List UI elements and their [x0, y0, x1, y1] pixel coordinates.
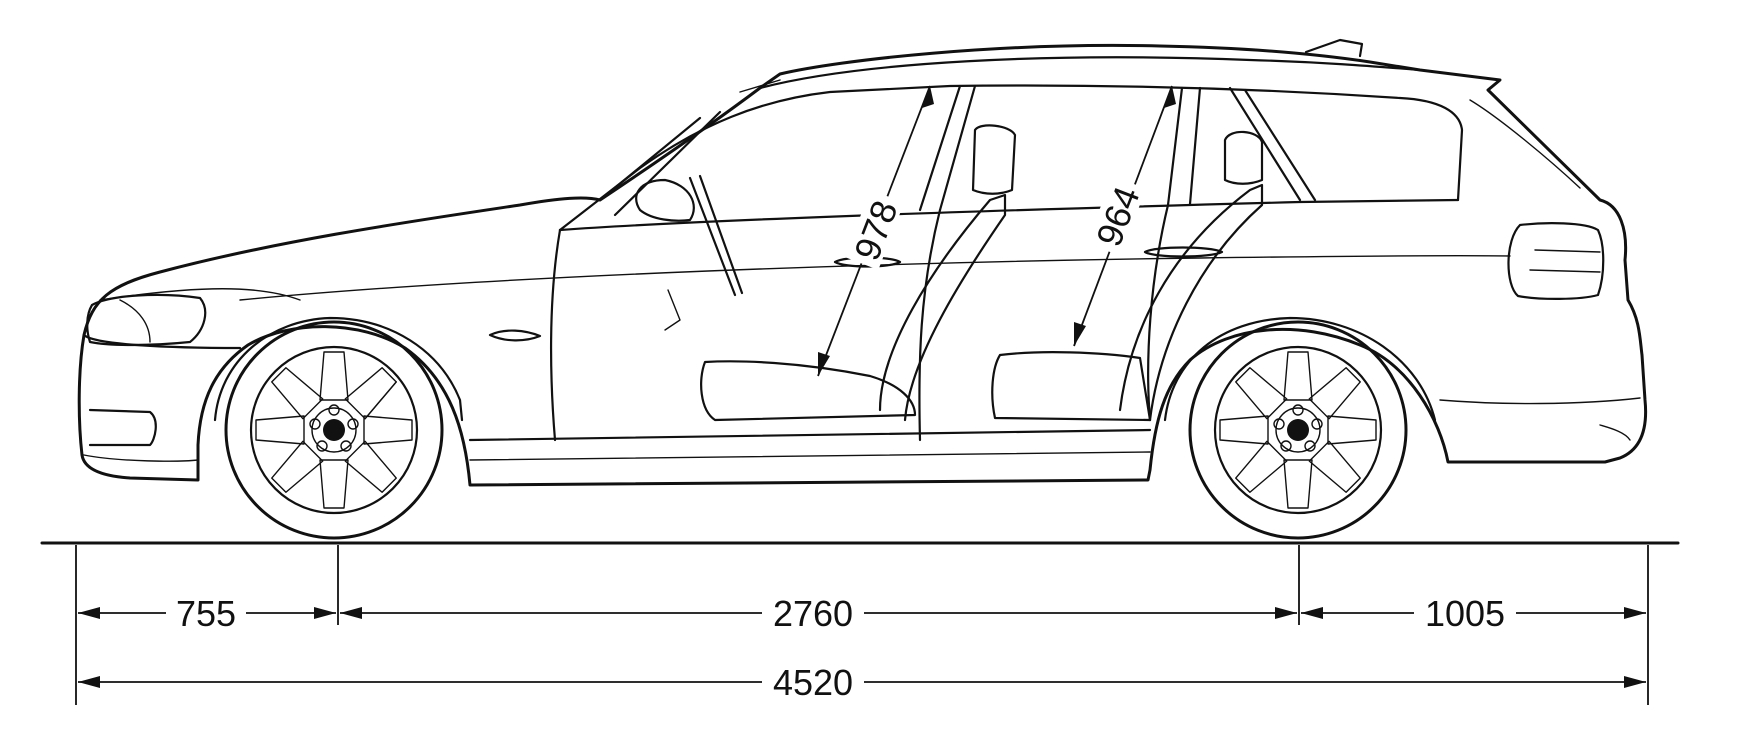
rear-headroom-dimension: 964 — [1073, 85, 1176, 347]
wheelbase-dimension: 2760 — [340, 590, 1297, 634]
front-overhang-dimension: 755 — [78, 590, 336, 634]
overall-length-label: 4520 — [773, 662, 853, 703]
extension-lines — [75, 545, 1649, 705]
rear-overhang-label: 1005 — [1425, 593, 1505, 634]
front-headroom-dimension: 978 — [817, 85, 934, 377]
front-overhang-label: 755 — [176, 593, 236, 634]
rear-wheel — [1188, 320, 1408, 540]
interior-seats — [664, 124, 1264, 422]
overall-length-dimension: 4520 — [78, 659, 1646, 703]
front-wheel — [224, 320, 444, 540]
rear-overhang-dimension: 1005 — [1301, 590, 1646, 634]
wheelbase-label: 2760 — [773, 593, 853, 634]
